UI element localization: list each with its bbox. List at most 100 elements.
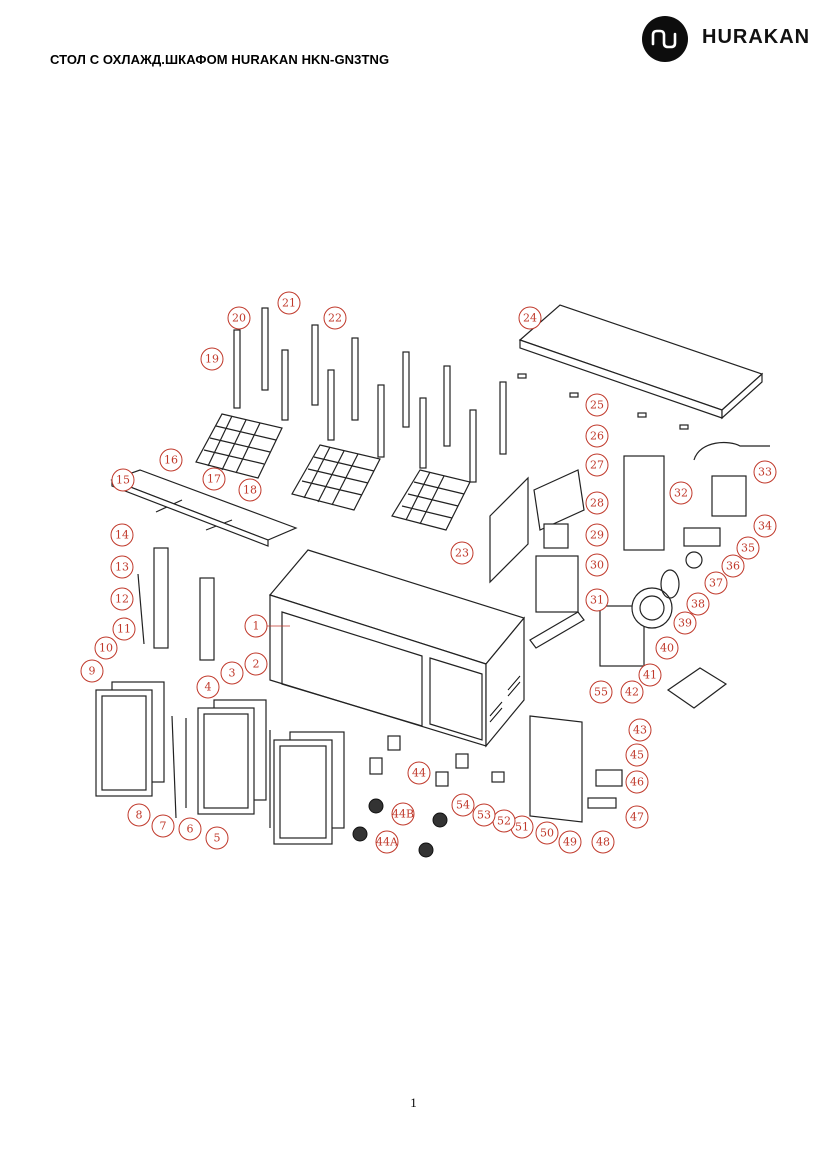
callout-9: 9 (80, 659, 104, 683)
callout-14: 14 (110, 523, 134, 547)
callout-30: 30 (585, 553, 609, 577)
wire-shelf-left (195, 413, 283, 479)
callout-48: 48 (591, 830, 615, 854)
svg-text:6: 6 (187, 823, 194, 836)
callout-5: 5 (205, 826, 229, 850)
callout-6: 6 (178, 817, 202, 841)
callout-43: 43 (628, 718, 652, 742)
svg-text:33: 33 (758, 466, 772, 479)
svg-text:11: 11 (117, 623, 131, 636)
worktop (517, 304, 764, 430)
svg-text:41: 41 (643, 669, 657, 682)
callout-16: 16 (159, 448, 183, 472)
svg-text:44B: 44B (392, 808, 414, 821)
svg-text:23: 23 (455, 547, 469, 560)
callout-39: 39 (673, 611, 697, 635)
svg-text:5: 5 (214, 832, 221, 845)
svg-text:7: 7 (160, 820, 167, 833)
callout-18: 18 (238, 478, 262, 502)
svg-text:13: 13 (115, 561, 129, 574)
callout-49: 49 (558, 830, 582, 854)
callout-44a: 44A (375, 830, 399, 854)
callout-54: 54 (451, 793, 475, 817)
callout-37: 37 (704, 571, 728, 595)
callout-25: 25 (585, 393, 609, 417)
callout-41: 41 (638, 663, 662, 687)
page-number: 1 (410, 1095, 417, 1110)
callout-55: 55 (589, 680, 613, 704)
callout-10: 10 (94, 636, 118, 660)
glass-doors (95, 681, 345, 845)
wire-shelf-middle (291, 444, 381, 511)
svg-text:43: 43 (633, 724, 647, 737)
callout-7: 7 (151, 814, 175, 838)
svg-text:17: 17 (207, 473, 221, 486)
callout-27: 27 (585, 453, 609, 477)
callout-28: 28 (585, 491, 609, 515)
svg-text:54: 54 (456, 799, 470, 812)
legs-casters (352, 735, 469, 858)
svg-text:35: 35 (741, 542, 755, 555)
callout-22: 22 (323, 306, 347, 330)
svg-text:15: 15 (116, 474, 130, 487)
callout-11: 11 (112, 617, 136, 641)
svg-text:42: 42 (625, 686, 639, 699)
callout-8: 8 (127, 803, 151, 827)
callout-44: 44 (407, 761, 431, 785)
callout-20: 20 (227, 306, 251, 330)
callout-17: 17 (202, 467, 226, 491)
callout-47: 47 (625, 805, 649, 829)
svg-text:26: 26 (590, 430, 604, 443)
svg-text:37: 37 (709, 577, 723, 590)
callout-34: 34 (753, 514, 777, 538)
svg-text:22: 22 (328, 312, 342, 325)
callout-1: 1 (244, 614, 268, 638)
svg-text:52: 52 (497, 815, 511, 828)
cabinet-body (268, 549, 526, 748)
callout-35: 35 (736, 536, 760, 560)
svg-text:36: 36 (726, 560, 740, 573)
svg-text:40: 40 (660, 642, 674, 655)
svg-text:46: 46 (630, 776, 644, 789)
svg-text:2: 2 (253, 658, 260, 671)
callout-21: 21 (277, 291, 301, 315)
callout-23: 23 (450, 541, 474, 565)
callout-40: 40 (655, 636, 679, 660)
document-title: СТОЛ С ОХЛАЖД.ШКАФОМ HURAKAN HKN-GN3TNG (50, 52, 390, 67)
callout-32: 32 (669, 481, 693, 505)
door-right (273, 731, 345, 845)
callout-3: 3 (220, 661, 244, 685)
callout-52: 52 (492, 809, 516, 833)
svg-text:30: 30 (590, 559, 604, 572)
logo-icon (642, 16, 688, 62)
svg-text:16: 16 (164, 454, 178, 467)
brand-logo: HURAKAN (640, 14, 815, 64)
callout-15: 15 (111, 468, 135, 492)
svg-text:8: 8 (136, 809, 143, 822)
svg-text:53: 53 (477, 809, 491, 822)
svg-text:55: 55 (594, 686, 608, 699)
refrigeration-parts (489, 441, 770, 823)
svg-text:44: 44 (412, 767, 426, 780)
callout-19: 19 (200, 347, 224, 371)
door-left (95, 681, 165, 797)
wire-shelf-right (391, 469, 471, 531)
svg-text:31: 31 (590, 594, 604, 607)
callout-24: 24 (518, 306, 542, 330)
callout-51: 51 (510, 815, 534, 839)
svg-text:27: 27 (590, 459, 604, 472)
callout-4: 4 (196, 675, 220, 699)
callout-53: 53 (472, 803, 496, 827)
svg-text:10: 10 (99, 642, 113, 655)
svg-text:20: 20 (232, 312, 246, 325)
svg-text:19: 19 (205, 353, 219, 366)
svg-text:29: 29 (590, 529, 604, 542)
callout-45: 45 (625, 743, 649, 767)
side-panels (137, 547, 215, 661)
svg-text:4: 4 (205, 681, 212, 694)
callout-12: 12 (110, 587, 134, 611)
wire-shelves (195, 413, 471, 531)
svg-text:12: 12 (115, 593, 129, 606)
svg-text:14: 14 (115, 529, 129, 542)
